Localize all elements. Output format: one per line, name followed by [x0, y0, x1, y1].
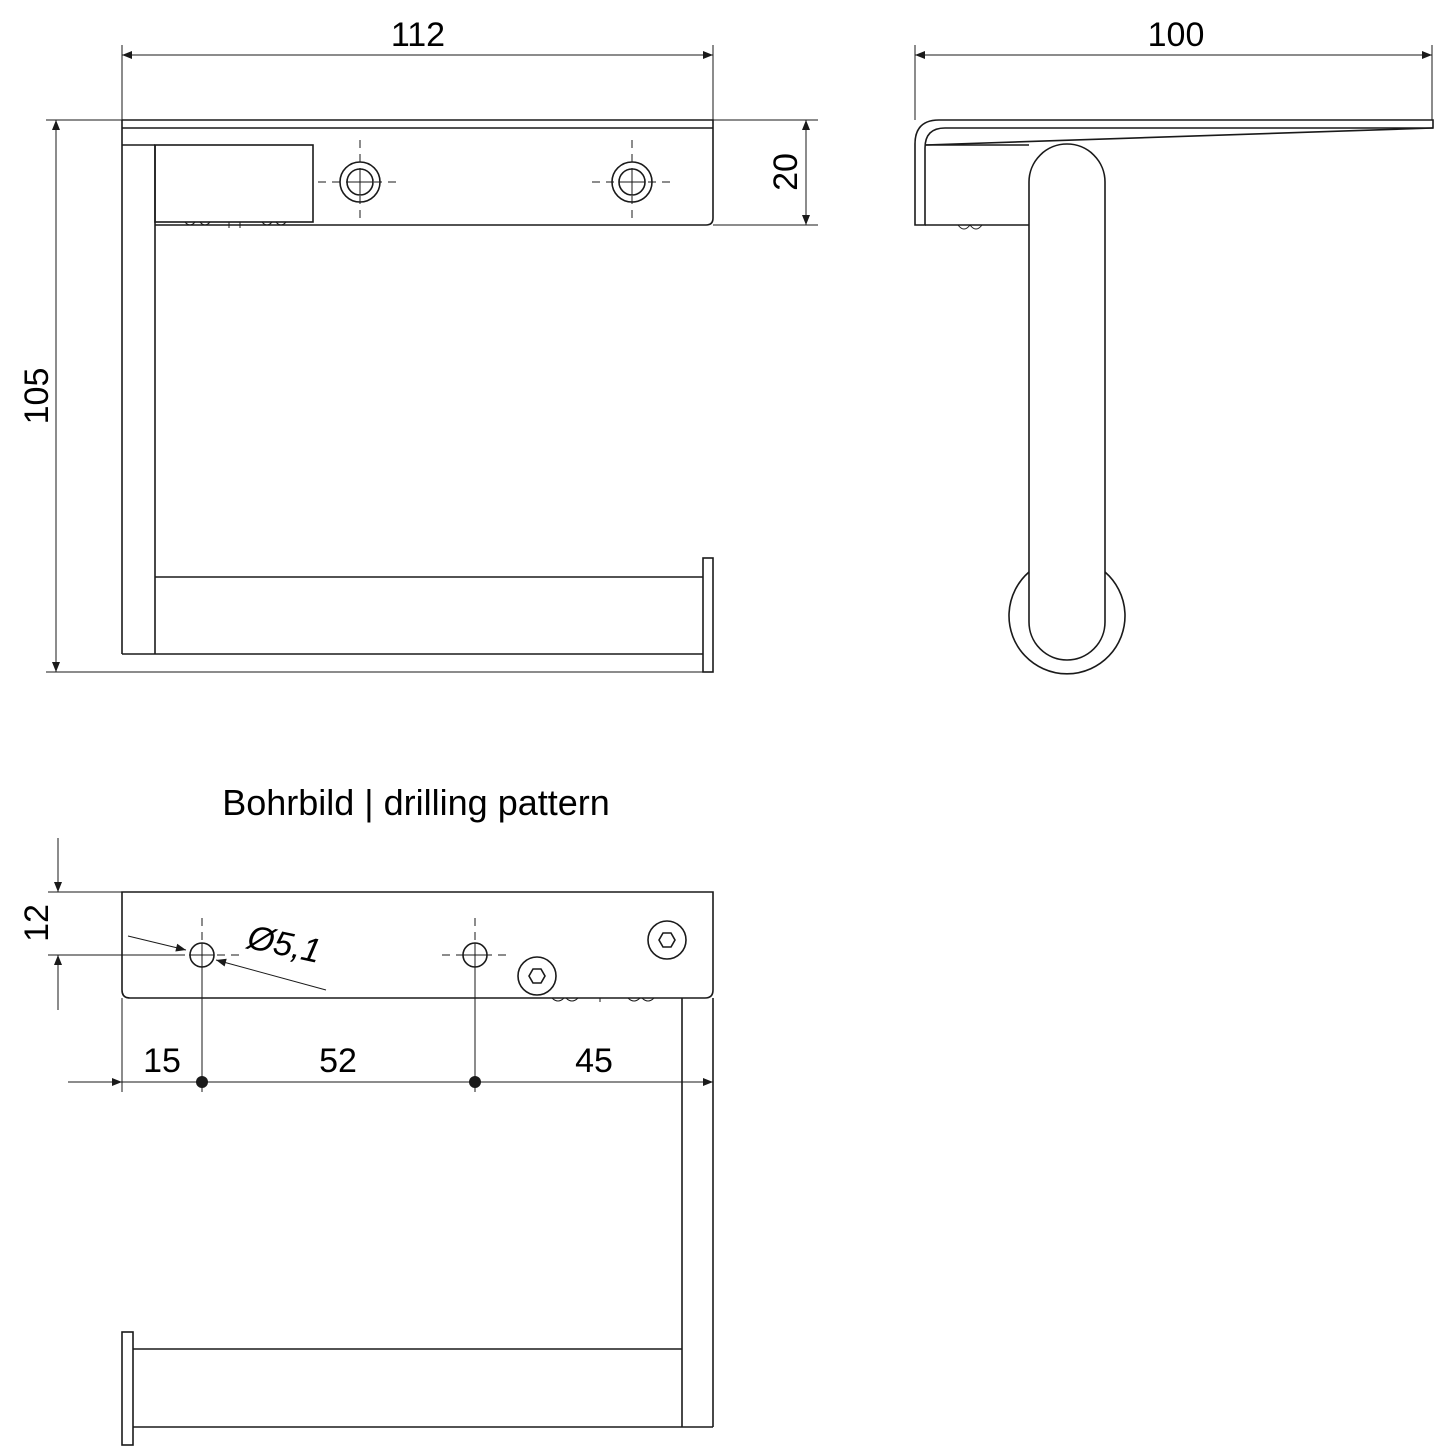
plate-height-label: 20 — [767, 153, 805, 191]
front-width-dimension: 112 — [121, 16, 714, 120]
drilling-pattern: Bohrbild | drilling pattern 12 Ø5,1 — [18, 782, 714, 1446]
drilling-plate — [121, 891, 714, 999]
hole-diameter-label: Ø5,1 — [243, 918, 324, 971]
wall-plate — [122, 119, 714, 226]
side-depth-dimension: 100 — [914, 16, 1433, 120]
vertical-offset-label: 12 — [18, 904, 56, 942]
front-width-label: 112 — [391, 16, 445, 54]
front-height-label: 105 — [18, 368, 56, 425]
screw-hole-2 — [592, 140, 676, 224]
spacing-label-1: 15 — [143, 1042, 181, 1080]
side-arm — [1028, 143, 1106, 661]
drilling-view-roll-bar — [121, 1331, 682, 1446]
roll-cap-circle — [1008, 571, 1126, 675]
hex-screw-1 — [517, 956, 557, 996]
side-depth-label: 100 — [1148, 16, 1205, 54]
diameter-callout: Ø5,1 — [127, 918, 327, 991]
drilling-pattern-title: Bohrbild | drilling pattern — [222, 782, 610, 823]
hex-screw-2 — [647, 920, 687, 960]
screw-hole-1 — [318, 140, 402, 224]
spacing-label-2: 52 — [319, 1042, 357, 1080]
front-height-dimension: 105 — [18, 119, 712, 673]
vertical-offset-dimension: 12 — [18, 838, 185, 1010]
side-view: 100 — [914, 16, 1434, 675]
roll-bar-end-cap — [702, 557, 714, 673]
drilling-view-end-cap — [121, 1331, 134, 1446]
plate-height-dimension: 20 — [713, 119, 818, 226]
spacing-dimension-chain: 15 52 45 — [68, 967, 713, 1092]
side-bracket — [914, 119, 1434, 226]
drill-hole-1 — [175, 918, 240, 995]
roll-bar — [155, 557, 714, 673]
spacing-label-3: 45 — [575, 1042, 613, 1080]
cover-block — [154, 144, 314, 223]
drilling-view-arm — [681, 998, 714, 1428]
front-view: 112 105 20 — [18, 16, 818, 673]
